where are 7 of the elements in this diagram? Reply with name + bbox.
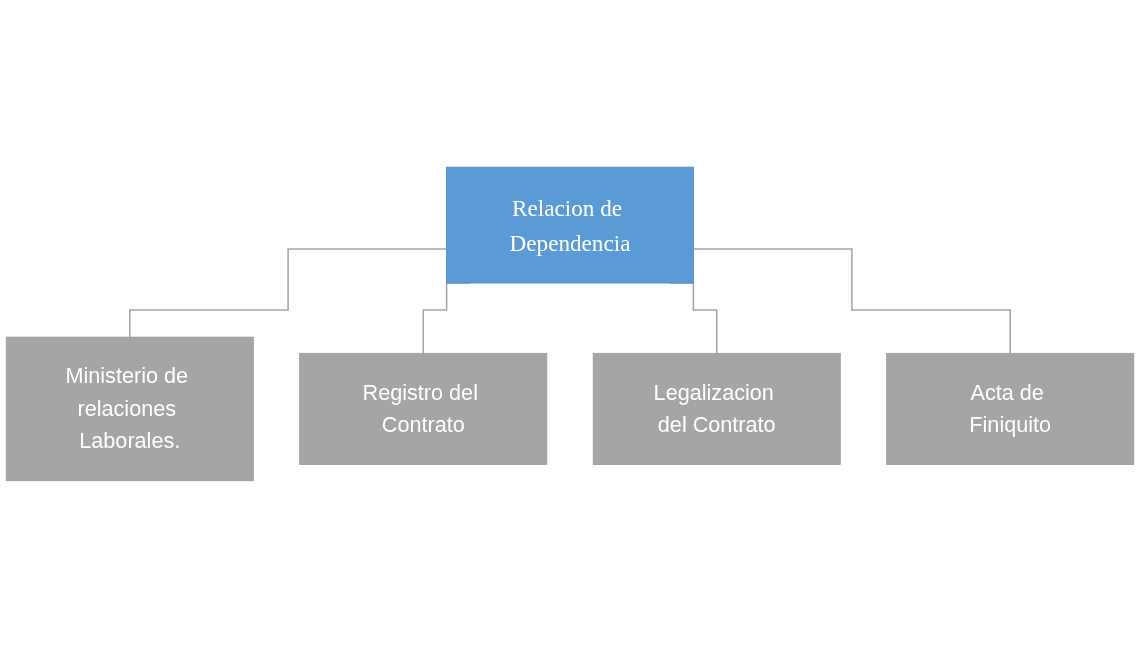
connector — [129, 247, 448, 338]
node-box: Acta de Finiquito — [886, 352, 1135, 465]
node-box: Registro del Contrato — [299, 352, 548, 465]
node-box: Legalizacion del Contrato — [592, 352, 841, 465]
node-box: Relacion de Dependencia — [446, 166, 694, 283]
node-box: Ministerio de relaciones Laborales. — [5, 336, 254, 481]
connector — [692, 247, 1011, 354]
